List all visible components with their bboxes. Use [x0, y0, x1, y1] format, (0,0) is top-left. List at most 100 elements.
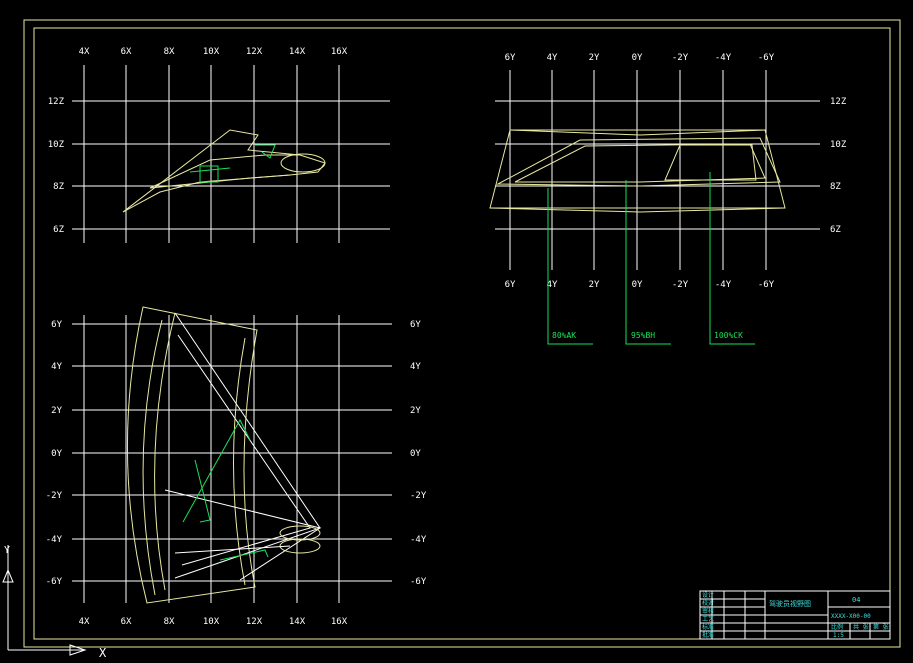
- view2-z-tick-label-right: 8Z: [830, 182, 841, 192]
- view3-eyellipse-a: [279, 525, 321, 541]
- view1-z-tick-label: 6Z: [53, 225, 64, 235]
- view2-vision-zone-b: [514, 143, 766, 183]
- view3-x-tick-label: 6X: [121, 617, 132, 627]
- view3-y-tick-label-right: -4Y: [410, 535, 427, 545]
- view1-x-tick-label: 8X: [164, 47, 175, 57]
- view2-windshield-outline: [489, 129, 786, 213]
- view1-lower-sight: [149, 174, 291, 189]
- view3-x-tick-label: 16X: [331, 617, 348, 627]
- view2-z-tick-label-right: 6Z: [830, 225, 841, 235]
- view2-y-tick-label-top: -4Y: [715, 53, 732, 63]
- view3-y-tick-label-right: 2Y: [410, 406, 421, 416]
- tb-scale-label: 比例: [831, 623, 843, 631]
- view1-dim-line: [189, 167, 231, 173]
- view1-x-tick-label: 6X: [121, 47, 132, 57]
- sheet-outer-border: [23, 19, 901, 648]
- view3-eyellipse-b: [279, 538, 321, 554]
- view3-y-tick-label-left: -2Y: [46, 491, 63, 501]
- view3-dim-a: [182, 418, 251, 523]
- view3-y-tick-label-right: -6Y: [410, 577, 427, 587]
- ucs-x-arrow-icon: [69, 644, 87, 656]
- ucs-y-label: Y: [4, 545, 10, 556]
- annotation-95bh: 95%BH: [631, 331, 655, 340]
- view1-x-tick-label: 16X: [331, 47, 348, 57]
- leader-95: [625, 180, 671, 345]
- view1-z-tick-label: 12Z: [48, 97, 65, 107]
- view2-y-tick-label-bottom: -4Y: [715, 280, 732, 290]
- view2-vision-zone-c: [664, 144, 757, 181]
- view3-y-tick-label-left: -4Y: [46, 535, 63, 545]
- view3-x-tick-label: 12X: [246, 617, 263, 627]
- sheet-inner-border: [33, 27, 891, 640]
- annotation-80ak: 80%AK: [552, 331, 576, 340]
- tb-designer-label: 设计: [702, 591, 714, 599]
- annotation-100ck: 100%CK: [714, 331, 743, 340]
- view2-y-tick-label-bottom: 6Y: [505, 280, 516, 290]
- view2-y-tick-label-top: 2Y: [589, 53, 600, 63]
- view3-y-tick-label-left: -6Y: [46, 577, 63, 587]
- view3-y-tick-label-right: 0Y: [410, 449, 421, 459]
- view1-x-tick-label: 4X: [79, 47, 90, 57]
- tb-sheet-no: 04: [852, 596, 860, 604]
- view2-y-tick-label-bottom: 2Y: [589, 280, 600, 290]
- view3-y-tick-label-right: 4Y: [410, 362, 421, 372]
- view2-y-tick-label-top: 4Y: [547, 53, 558, 63]
- view3-sight-lower: [164, 489, 322, 581]
- view3-vision-outline: [126, 306, 322, 604]
- view2-y-tick-label-bottom: -2Y: [672, 280, 689, 290]
- view3-y-tick-label-left: 0Y: [51, 449, 62, 459]
- view2-y-tick-label-bottom: 4Y: [547, 280, 558, 290]
- leader-100: [709, 172, 755, 345]
- view3-y-tick-label-right: -2Y: [410, 491, 427, 501]
- view1-vision-outline: [122, 129, 326, 213]
- view3-ref-line: [174, 545, 291, 554]
- view3-outer-arc-band: [126, 306, 258, 604]
- view2-front-view: 6Y 4Y 2Y 0Y -2Y -4Y -6Y 6Y 4Y 2Y 0Y -2Y -4Y -6Y 12Z 1…: [489, 53, 847, 345]
- view2-y-tick-label-bottom: -6Y: [758, 280, 775, 290]
- view2-y-tick-label-top: 6Y: [505, 53, 516, 63]
- view1-z-tick-label: 8Z: [53, 182, 64, 192]
- view3-y-tick-label-left: 2Y: [51, 406, 62, 416]
- view3-x-tick-label: 10X: [203, 617, 220, 627]
- view3-y-tick-label-left: 6Y: [51, 320, 62, 330]
- tb-reviewer-label: 审核: [702, 607, 714, 615]
- tb-standard-label: 标准: [702, 623, 714, 631]
- ucs-icon: Y X: [2, 545, 107, 660]
- view2-y-tick-label-bottom: 0Y: [632, 280, 643, 290]
- view3-x-tick-label: 4X: [79, 617, 90, 627]
- tb-total-sheets: 共 张: [853, 623, 869, 631]
- view2-vision-zone-a: [496, 137, 781, 187]
- tb-approver-label: 批准: [702, 631, 714, 639]
- view2-y-tick-label-top: -2Y: [672, 53, 689, 63]
- title-block[interactable]: 设计 校对 审核 工艺 标准 批准 驾驶员视野图 04 XXXX-X00-00 …: [699, 590, 891, 640]
- view1-dim-mark: [255, 144, 276, 159]
- tb-drawing-no: XXXX-X00-00: [831, 613, 871, 620]
- view1-z-tick-label: 10Z: [48, 140, 65, 150]
- leader-80: [547, 188, 593, 345]
- view2-leaders: [547, 172, 755, 345]
- tb-process-label: 工艺: [702, 615, 714, 623]
- view2-y-tick-label-top: -6Y: [758, 53, 775, 63]
- view3-x-tick-label: 8X: [164, 617, 175, 627]
- view3-x-tick-label: 14X: [289, 617, 306, 627]
- tb-scale-value: 1:5: [833, 632, 844, 639]
- view3-arc-a: [154, 312, 176, 591]
- view3-sight-triangle-inner: [177, 334, 311, 566]
- view2-top-curve: [509, 129, 766, 136]
- view2-y-tick-label-top: 0Y: [632, 53, 643, 63]
- view3-arc-c: [233, 337, 246, 586]
- view2-z-tick-label-right: 10Z: [830, 140, 847, 150]
- view2-z-tick-label-right: 12Z: [830, 97, 847, 107]
- view3-dim-b: [194, 459, 211, 523]
- view1-x-tick-label: 12X: [246, 47, 263, 57]
- view1-x-tick-label: 10X: [203, 47, 220, 57]
- view3-y-tick-label-right: 6Y: [410, 320, 421, 330]
- tb-checker-label: 校对: [702, 599, 714, 607]
- view2-bottom-curve: [489, 207, 786, 213]
- ucs-x-label: X: [99, 646, 107, 660]
- view1-dim-box: [199, 165, 219, 183]
- tb-sheet-index: 第 张: [873, 623, 889, 631]
